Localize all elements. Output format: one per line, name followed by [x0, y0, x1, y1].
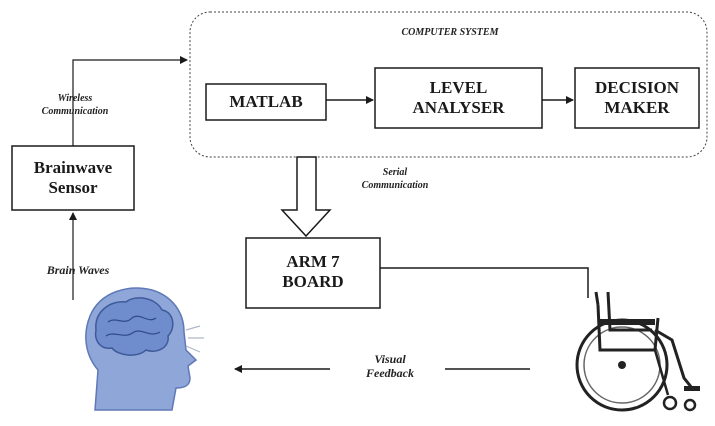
level-analyser-line1: LEVEL	[429, 78, 488, 97]
arm-board-line1: ARM 7	[286, 252, 340, 271]
decision-maker-label: DECISION MAKER	[575, 78, 699, 118]
brainwave-sensor-label: Brainwave Sensor	[12, 158, 134, 198]
visual-feedback-label: Visual Feedback	[335, 352, 445, 380]
serial-communication-arrow	[280, 156, 332, 238]
arm-board-line2: BOARD	[282, 272, 344, 291]
matlab-label-text: MATLAB	[229, 92, 303, 111]
matlab-box	[205, 83, 327, 121]
serial-line1: Serial	[382, 167, 408, 178]
wireless-line1: Wireless	[57, 93, 93, 104]
level-analyser-line2: ANALYSER	[412, 98, 505, 117]
serial-line2: Communication	[361, 180, 429, 191]
visual-feedback-line1: Visual	[374, 352, 406, 366]
level-analyser-box	[374, 67, 543, 129]
brain-waves-label: Brain Waves	[28, 263, 128, 277]
decision-maker-line1: DECISION	[594, 78, 680, 97]
arm-board-label: ARM 7 BOARD	[246, 252, 380, 292]
brain-icon	[94, 297, 174, 356]
computer-system-container	[189, 11, 708, 158]
computer-system-title: COMPUTER SYSTEM	[360, 26, 540, 39]
computer-system-title-text: COMPUTER SYSTEM	[401, 27, 499, 38]
wireless-link-arrow	[72, 56, 188, 146]
brainwave-sensor-box	[11, 145, 135, 211]
brainwave-sensor-line2: Sensor	[48, 178, 98, 197]
brain-waves-text: Brain Waves	[46, 263, 110, 277]
matlab-label: MATLAB	[206, 92, 326, 112]
level-analyser-label: LEVEL ANALYSER	[375, 78, 542, 118]
wireless-line2: Communication	[41, 106, 109, 117]
serial-communication-label: Serial Communication	[340, 166, 450, 192]
board-to-wheelchair-line	[380, 267, 589, 298]
brainwave-sensor-line1: Brainwave	[33, 158, 113, 177]
human-head-icon	[85, 287, 204, 411]
visual-feedback-line2: Feedback	[366, 366, 414, 380]
decision-maker-line2: MAKER	[604, 98, 670, 117]
arm-board-box	[245, 237, 381, 309]
wireless-communication-label: Wireless Communication	[20, 92, 130, 118]
decision-maker-box	[574, 67, 700, 129]
wheelchair-icon	[575, 291, 700, 412]
